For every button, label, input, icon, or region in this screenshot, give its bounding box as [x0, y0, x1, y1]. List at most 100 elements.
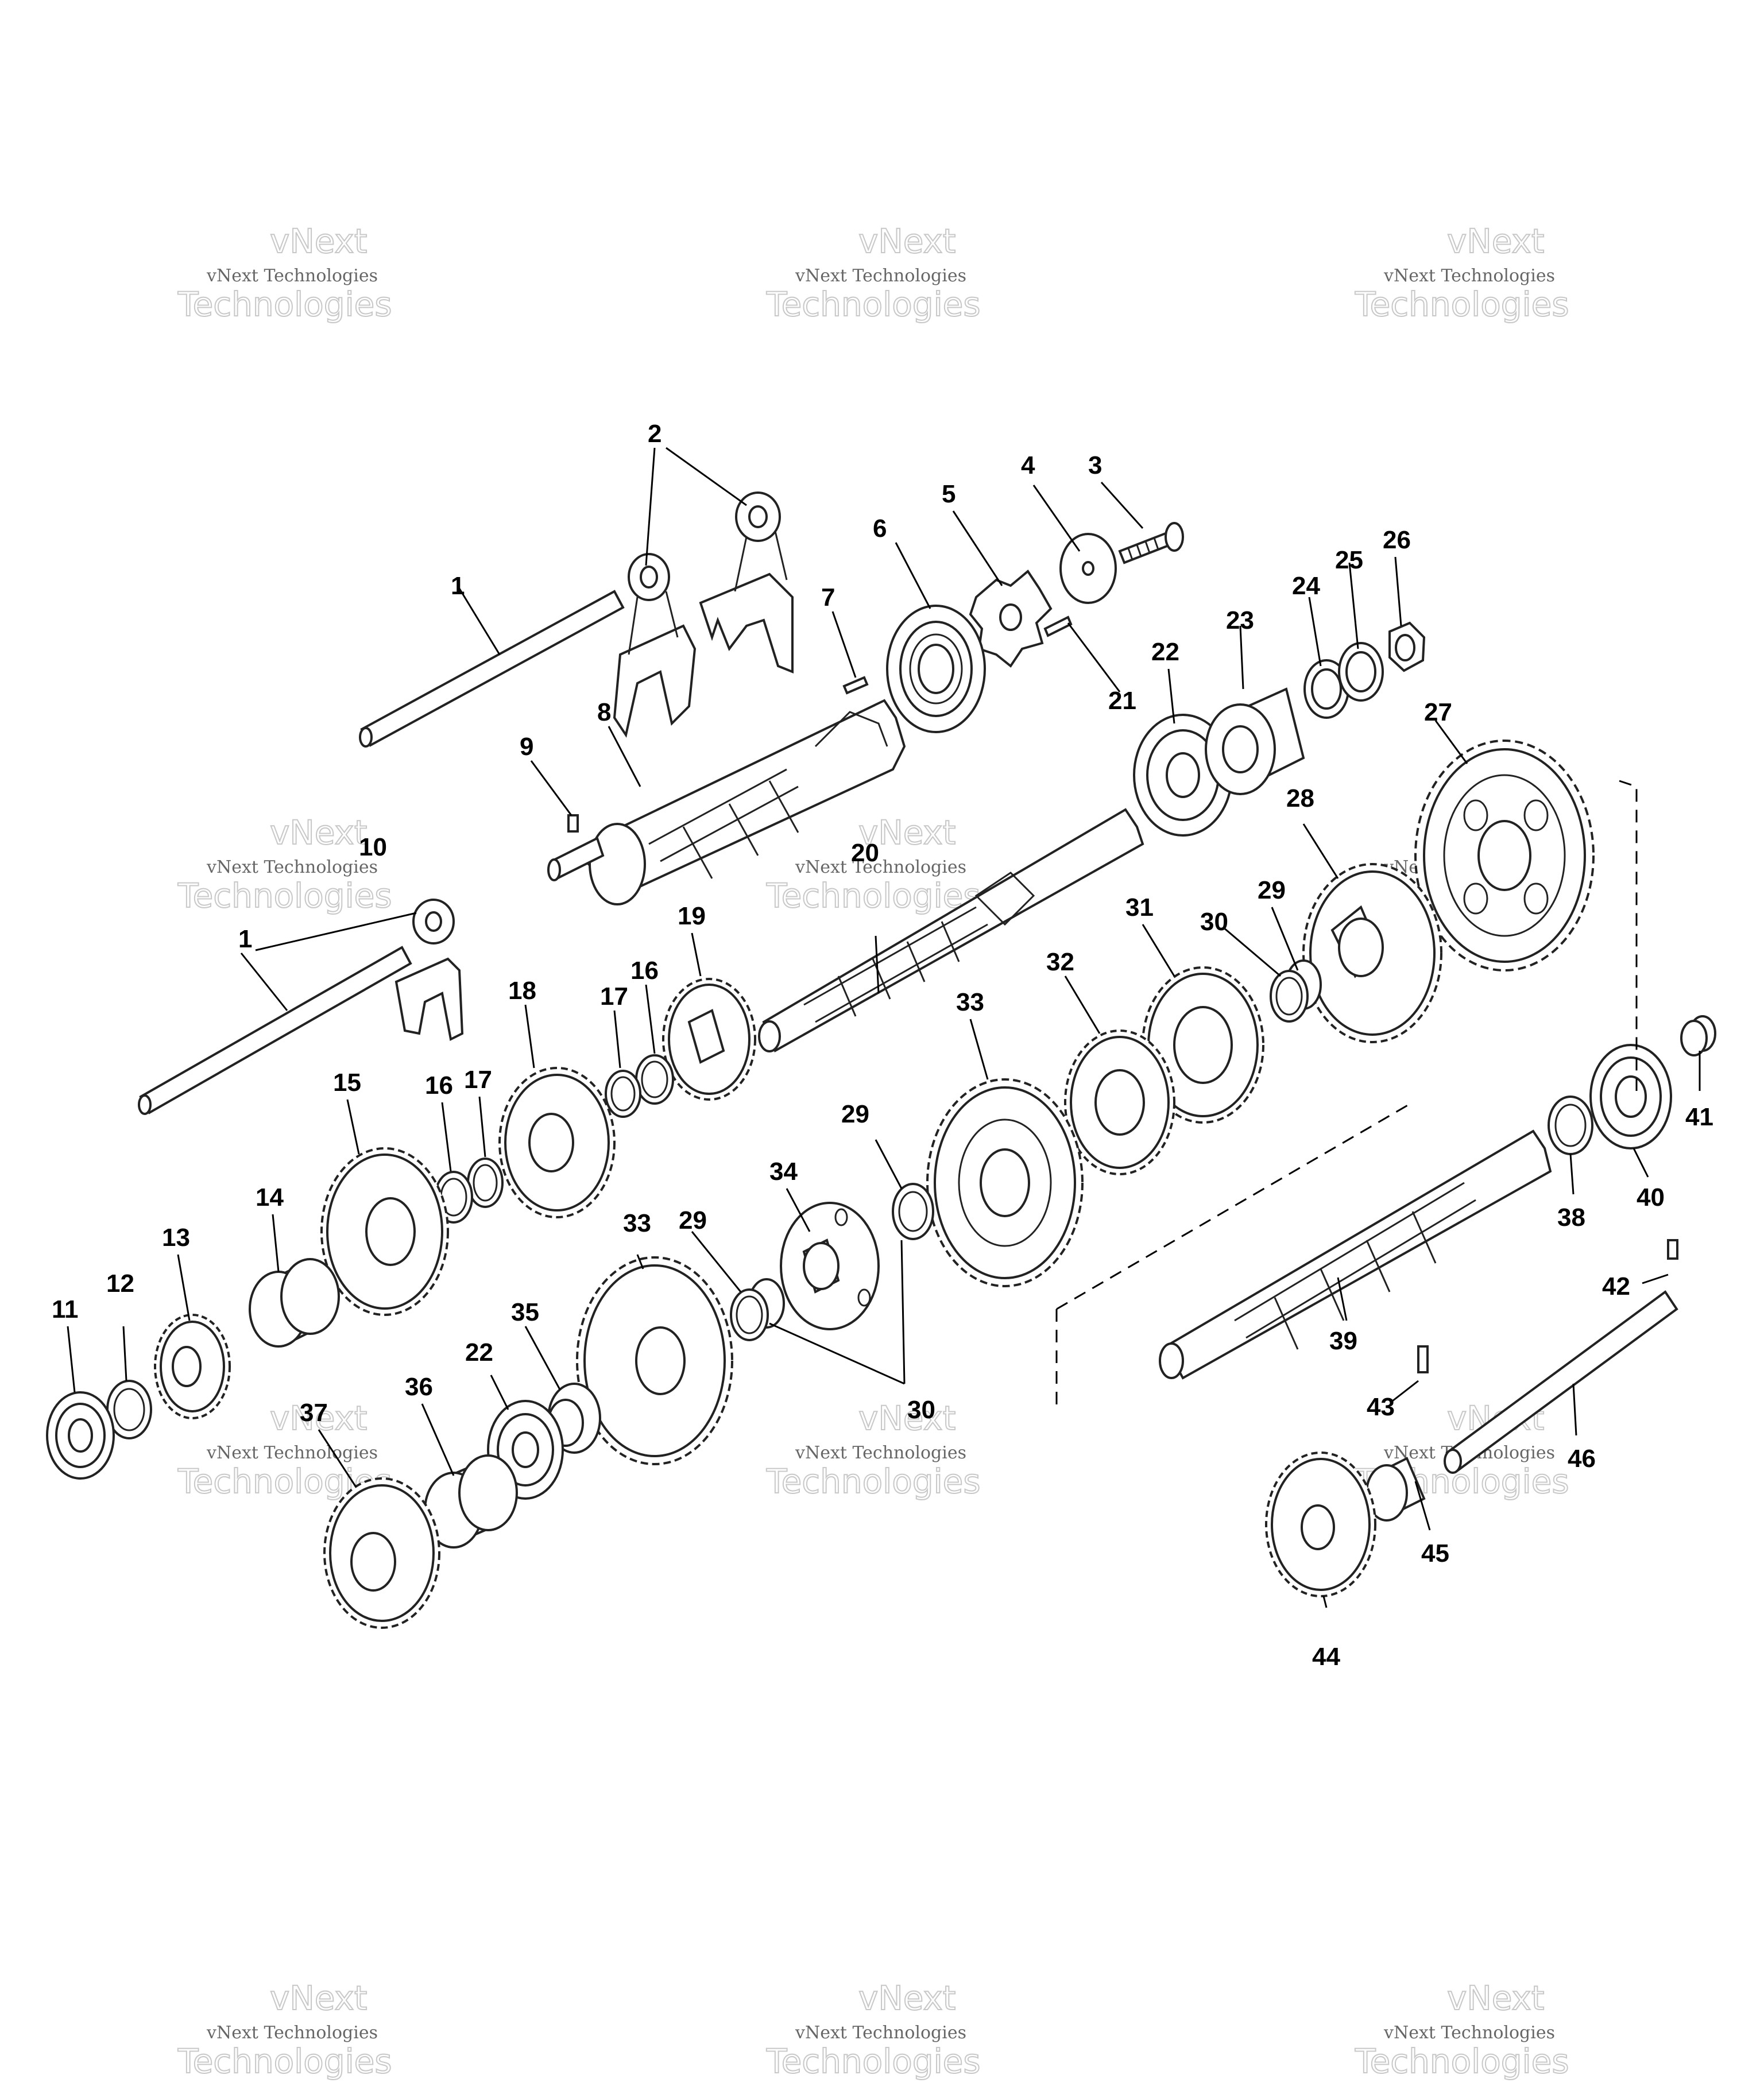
leader-line — [1642, 1273, 1669, 1284]
leader-line — [318, 1429, 357, 1488]
leader-line — [645, 984, 656, 1054]
watermark-outline-bottom: Technologies — [177, 876, 392, 915]
watermark-text: vNext Technologies — [1383, 2023, 1555, 2043]
callout-label: 29 — [841, 1100, 869, 1128]
callout-label: 26 — [1383, 526, 1411, 554]
leader-line — [1032, 485, 1081, 552]
leader-line — [1064, 976, 1101, 1034]
leader-line — [1633, 1148, 1649, 1178]
nut — [1388, 621, 1426, 672]
watermark-text: vNext Technologies — [206, 2023, 378, 2043]
pin — [1417, 1345, 1429, 1373]
shift-fork — [699, 491, 794, 673]
callout-label: 24 — [1292, 572, 1320, 600]
shift-fork — [613, 553, 697, 738]
washer-hole — [1311, 668, 1342, 710]
leader-line — [608, 726, 641, 787]
callout-label: 29 — [679, 1206, 707, 1234]
leader-line — [67, 1326, 76, 1393]
callout-label: 29 — [1258, 876, 1286, 904]
callout-label: 38 — [1557, 1203, 1585, 1232]
clutch-hub — [780, 1202, 880, 1330]
watermark-outline-top: vNext — [270, 813, 367, 852]
watermark-outline-bottom: Technologies — [177, 2042, 392, 2081]
pin — [567, 814, 579, 833]
leader-line — [1167, 668, 1175, 724]
retaining-ring-inner — [898, 1191, 928, 1232]
watermark-outline-top: vNext — [858, 1979, 956, 2018]
callout-label: 45 — [1421, 1539, 1449, 1567]
main-shaft — [758, 808, 1144, 1052]
watermark: vNext vNext Technologies Technologies — [765, 812, 981, 916]
leader-line — [478, 1096, 486, 1158]
gear — [662, 978, 756, 1101]
gear — [1265, 1451, 1376, 1597]
watermark-outline-bottom: Technologies — [766, 2042, 981, 2081]
callout-label: 21 — [1108, 687, 1136, 715]
callout-label: 41 — [1685, 1103, 1713, 1131]
callout-label: 22 — [465, 1338, 493, 1367]
callout-label: 11 — [52, 1295, 79, 1323]
washer-hole — [1345, 651, 1376, 692]
shift-rail-lower-end — [138, 1094, 152, 1115]
callout-label: 33 — [956, 988, 984, 1016]
shift-rail-upper — [360, 590, 625, 747]
callout-label: 3 — [1088, 451, 1102, 479]
callout-label: 33 — [623, 1209, 651, 1237]
watermark-text: vNext Technologies — [795, 1443, 966, 1463]
callout-label: 22 — [1151, 638, 1179, 666]
watermark-outline-bottom: Technologies — [1355, 285, 1569, 324]
bearing — [46, 1391, 115, 1480]
leader-line — [441, 1102, 452, 1172]
retaining-ring-inner — [1275, 977, 1303, 1016]
callout-label: 15 — [333, 1069, 361, 1097]
shift-rail-lower — [139, 946, 412, 1114]
callout-label: 10 — [359, 833, 387, 861]
shift-fork-lower — [394, 899, 464, 1041]
watermark-outline-top: vNext — [1447, 222, 1544, 261]
reference-boundary — [1055, 780, 1638, 1407]
callout-label: 46 — [1568, 1445, 1596, 1473]
callout-label: 30 — [907, 1396, 935, 1424]
gear — [1302, 863, 1442, 1043]
watermark-outline-top: vNext — [270, 1399, 367, 1438]
watermark: vNext vNext Technologies Technologies — [177, 1398, 393, 1501]
callout-label: 16 — [425, 1071, 453, 1100]
callout-label: 35 — [511, 1298, 539, 1326]
leader-line — [1337, 1277, 1348, 1321]
callout-label: 19 — [678, 902, 706, 930]
watermark-text: vNext Technologies — [795, 857, 966, 877]
callout-label: 2 — [648, 420, 662, 448]
pin — [1043, 616, 1073, 637]
washer-hole — [113, 1388, 145, 1431]
callout-label: 37 — [300, 1399, 328, 1427]
watermark-text: vNext Technologies — [795, 266, 966, 286]
watermark-text: vNext Technologies — [795, 2023, 966, 2043]
leader-line — [1434, 720, 1468, 764]
callout-label: 12 — [106, 1269, 134, 1298]
watermark: vNext vNext Technologies Technologies — [765, 221, 981, 324]
leader-line — [636, 1254, 644, 1269]
watermark-outline-top: vNext — [858, 1399, 956, 1438]
shift-drum — [547, 699, 906, 905]
callout-label: 43 — [1367, 1393, 1395, 1421]
sleeve — [1205, 687, 1305, 795]
leader-line — [458, 588, 501, 655]
callout-label: 9 — [520, 733, 533, 761]
watermark-outline-top: vNext — [1447, 1979, 1544, 2018]
bushing — [1365, 1457, 1426, 1522]
watermark-outline-top: vNext — [270, 222, 367, 261]
leader-line — [1142, 924, 1175, 977]
bearing — [886, 605, 986, 733]
leader-line — [952, 510, 1003, 586]
pin — [1667, 1239, 1678, 1260]
leader-line — [122, 1326, 127, 1381]
callout-label: 34 — [769, 1158, 798, 1186]
callout-label: 4 — [1021, 451, 1035, 479]
callout-labels: 1 2 3 4 5 6 7 8 9 10 1 11 12 13 14 15 16… — [52, 420, 1713, 1671]
callout-label: 14 — [256, 1183, 284, 1211]
leader-line — [346, 1099, 360, 1155]
leader-line — [1414, 1481, 1431, 1531]
leader-line — [490, 1375, 509, 1410]
watermark-outline-top: vNext — [270, 1979, 367, 2018]
